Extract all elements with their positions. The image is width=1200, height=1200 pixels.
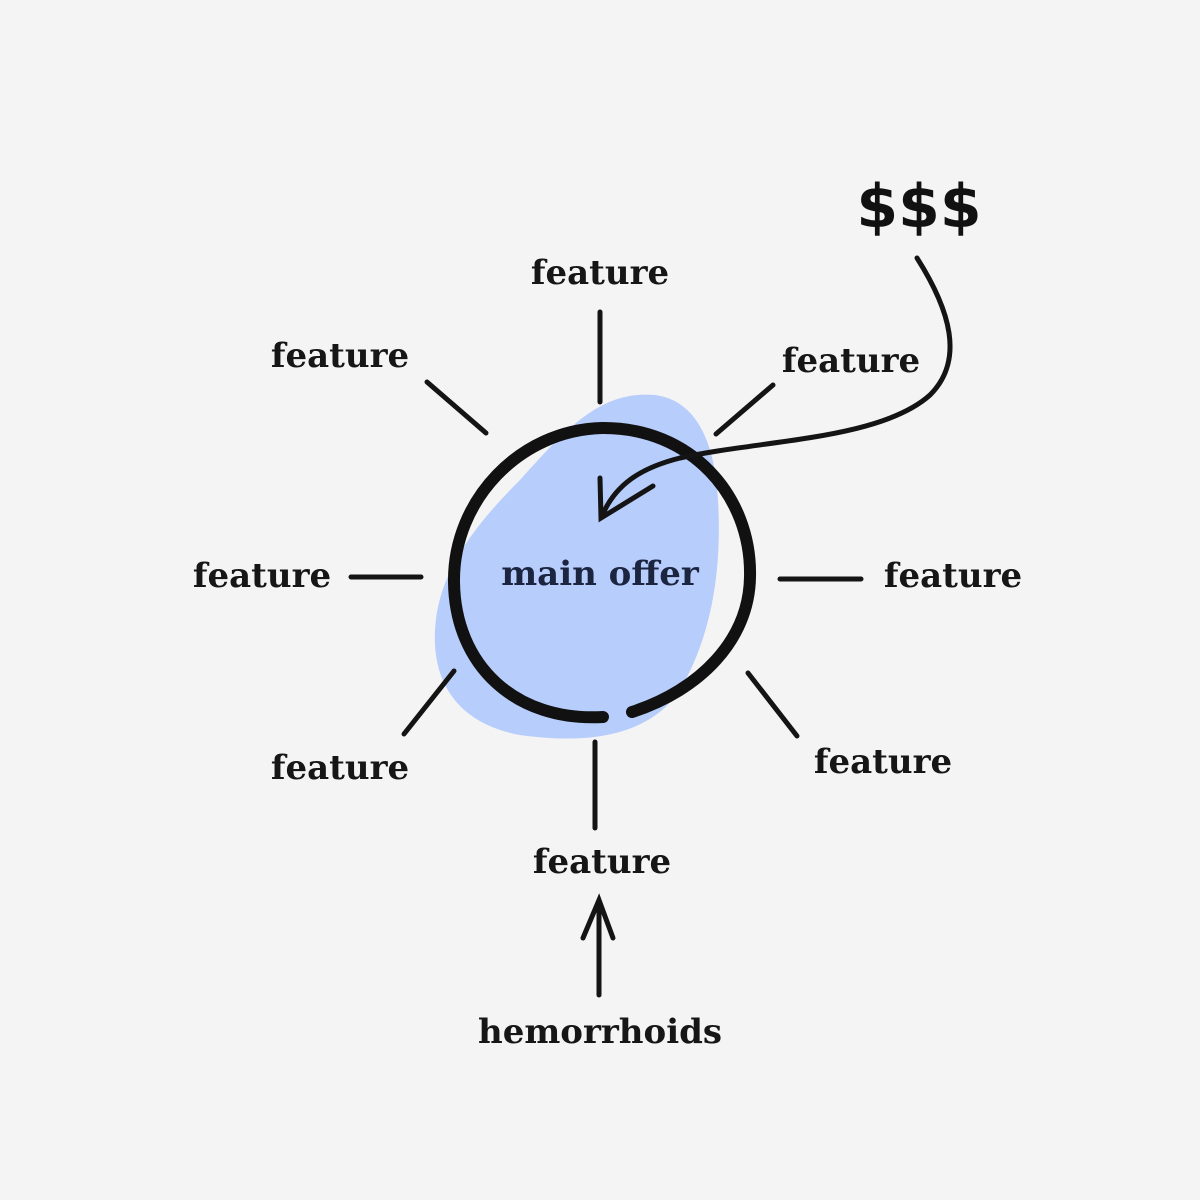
- spoke-bottom-right: [745, 670, 800, 739]
- bottom-arrow-head-icon: [580, 893, 616, 941]
- spoke-top-left: [424, 379, 489, 436]
- feature-label-left: feature: [193, 556, 331, 596]
- feature-label-top: feature: [531, 253, 669, 293]
- main-offer-label: main offer: [501, 554, 700, 594]
- money-arrow: [599, 255, 953, 519]
- money-label: $$$: [856, 172, 981, 242]
- feature-label-bottom-right: feature: [814, 742, 952, 782]
- hemorrhoids-label: hemorrhoids: [478, 1012, 722, 1052]
- feature-label-top-left: feature: [271, 336, 409, 376]
- feature-label-right: feature: [884, 556, 1022, 596]
- feature-label-top-right: feature: [782, 341, 920, 381]
- spoke-bottom-left: [401, 668, 457, 737]
- main-offer-circle: [447, 421, 757, 724]
- money-arrow-head-icon: [597, 475, 656, 523]
- spoke-top-right: [713, 382, 776, 437]
- feature-label-bottom: feature: [533, 842, 671, 882]
- highlight-blob: [434, 394, 719, 739]
- feature-label-bottom-left: feature: [271, 748, 409, 788]
